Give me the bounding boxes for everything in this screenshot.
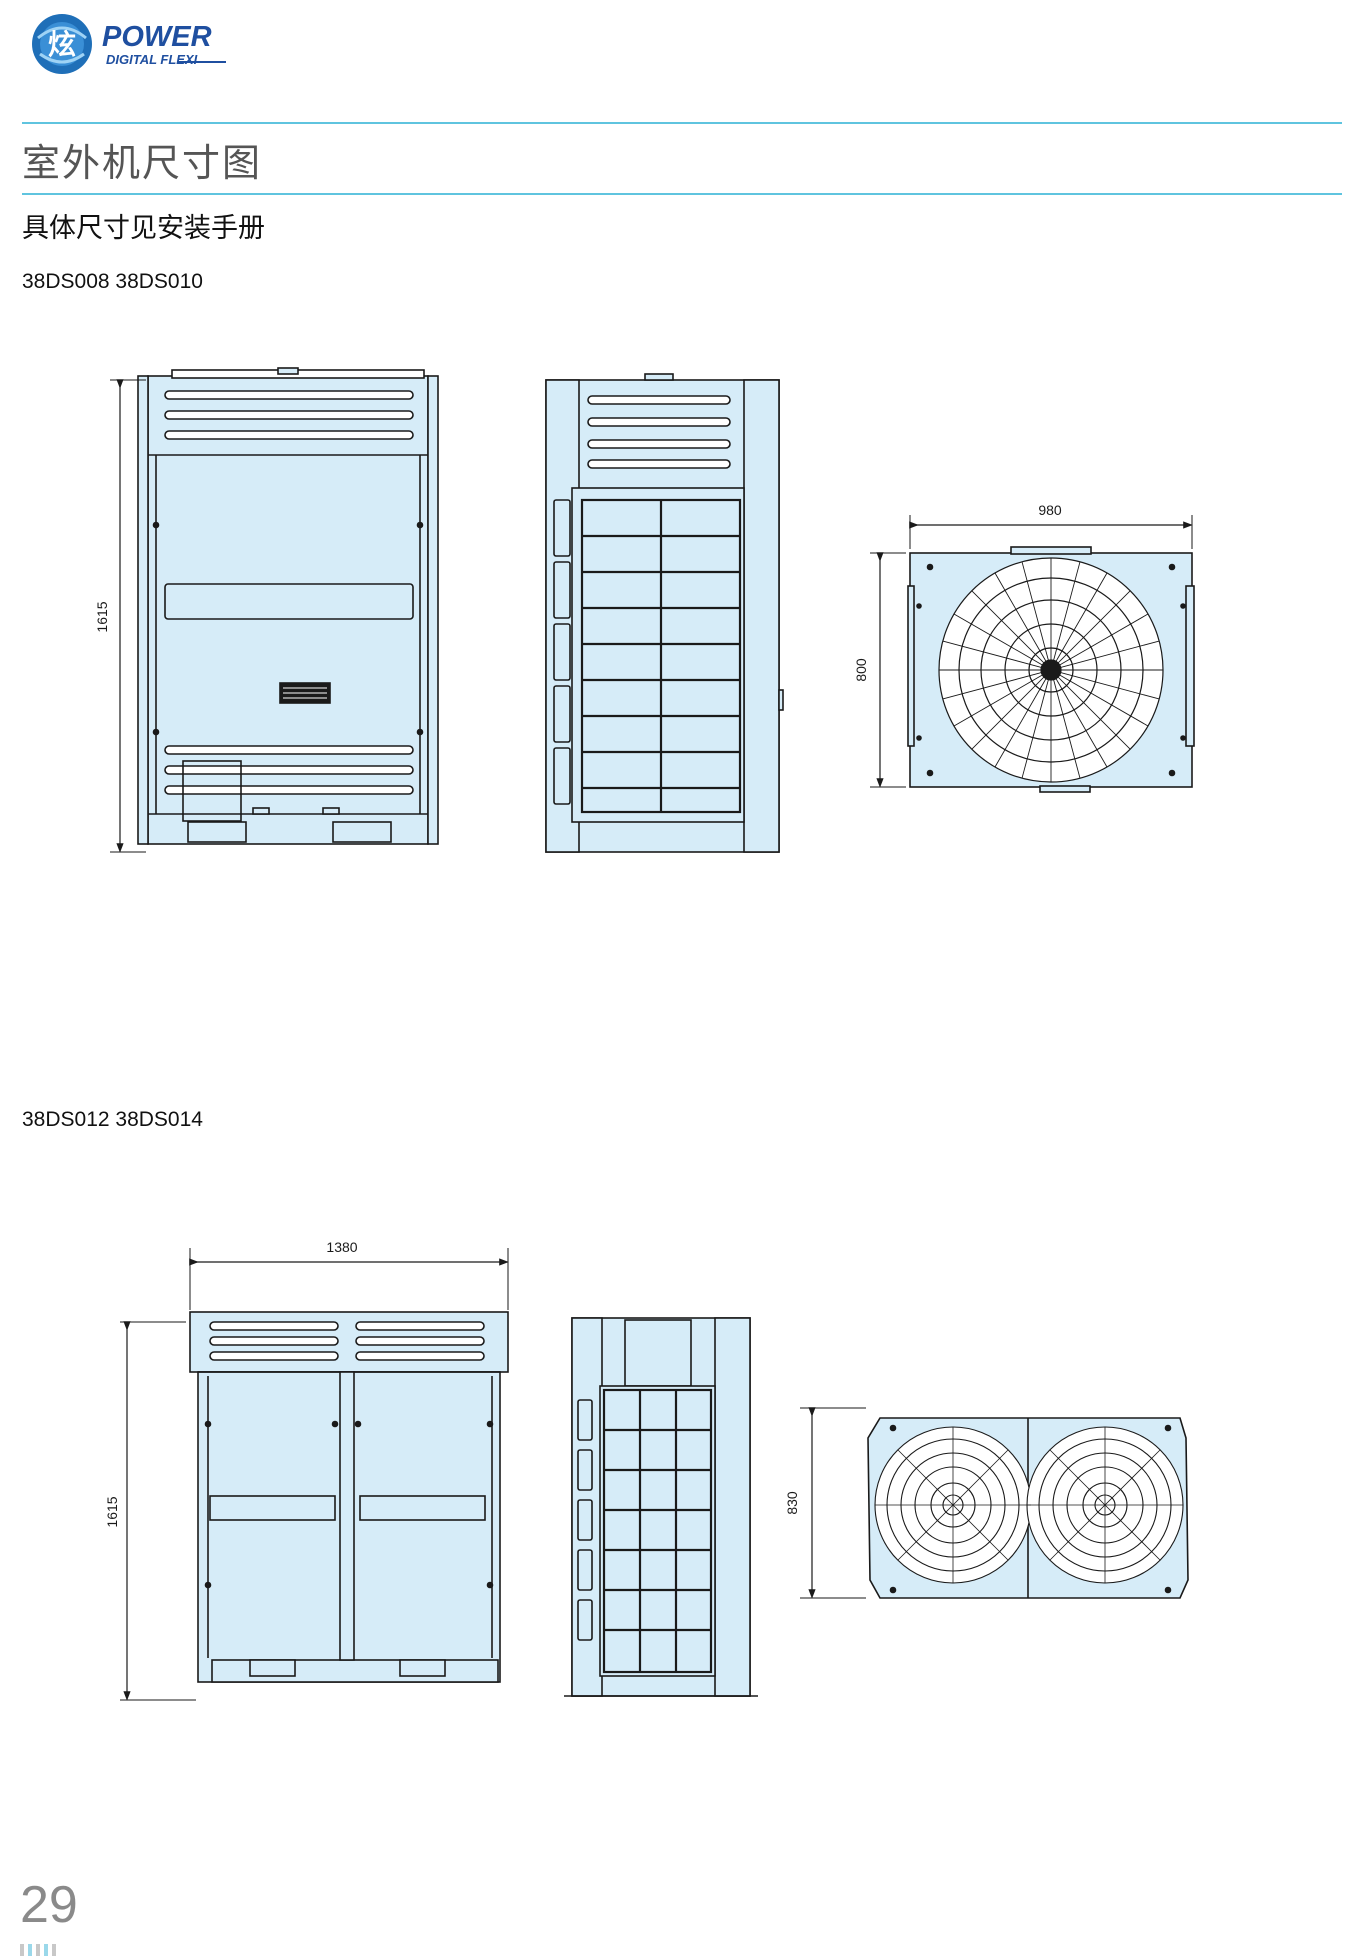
- fan-spoke: [942, 640, 1042, 668]
- page-title: 室外机尺寸图: [22, 141, 263, 185]
- unit-2-top-view: [867, 1417, 1189, 1599]
- fan-spoke: [1055, 572, 1108, 662]
- fan-spokes: [875, 1427, 1183, 1583]
- page-marker-bars-icon: [20, 1944, 56, 1956]
- fan-spoke: [1057, 676, 1131, 750]
- dim-label-width-1: 980: [1038, 502, 1062, 518]
- fan-spoke: [1057, 590, 1131, 664]
- fan-spoke: [1060, 672, 1160, 700]
- page-subtitle: 具体尺寸见安装手册: [22, 213, 265, 244]
- section-1-drawings: 1615 980 800: [94, 367, 1195, 853]
- unit-1-side-view: [545, 373, 784, 853]
- unit-2-side-view: [564, 1317, 758, 1697]
- fan-spoke: [971, 676, 1045, 750]
- page-number: 29: [20, 1876, 78, 1934]
- fan-spoke: [1053, 679, 1081, 779]
- logo-mark: 炫: [48, 28, 76, 60]
- fan-spoke: [1053, 561, 1081, 661]
- dim-lines-top-2: [800, 1407, 866, 1599]
- dim-lines-2: [120, 1248, 509, 1701]
- fan-spoke: [1055, 678, 1108, 768]
- header-rule-bottom: [22, 193, 1342, 195]
- fan-spoke: [1021, 679, 1049, 779]
- dim-label-depth-2: 830: [784, 1491, 800, 1515]
- section-2-models: 38DS012 38DS014: [22, 1108, 203, 1131]
- logo-brand: POWER: [102, 21, 212, 53]
- fan-spoke: [953, 674, 1043, 727]
- fan-grille-icon: [938, 557, 1164, 783]
- logo-tagline: DIGITAL FLEXI: [106, 52, 198, 67]
- section-1-models: 38DS008 38DS010: [22, 270, 203, 293]
- unit-1-top-view: [907, 546, 1195, 793]
- fan-spoke: [1021, 561, 1049, 661]
- fan-spoke: [994, 572, 1047, 662]
- header-rule-top: [22, 122, 1342, 124]
- fan-spoke: [971, 590, 1045, 664]
- dim-label-width-2: 1380: [326, 1239, 357, 1255]
- fan-spoke: [953, 613, 1043, 666]
- dim-label-height-1: 1615: [94, 601, 110, 632]
- fan-spoke: [1060, 640, 1160, 668]
- fan-spoke: [942, 672, 1042, 700]
- fan-spoke: [1059, 674, 1149, 727]
- unit-1-front-view: [137, 367, 439, 845]
- fan-spoke: [994, 678, 1047, 768]
- dim-label-height-2: 1615: [104, 1496, 120, 1527]
- dim-label-depth-1: 800: [853, 658, 869, 682]
- dim-lines-top-1: [870, 515, 1193, 788]
- fan-spoke: [1059, 613, 1149, 666]
- brand-logo: 炫 POWER DIGITAL FLEXI: [32, 14, 226, 74]
- dim-line-height-1: [110, 379, 146, 853]
- section-2-drawings: 1380 1615 830: [104, 1239, 1189, 1701]
- unit-2-front-view: [189, 1311, 509, 1683]
